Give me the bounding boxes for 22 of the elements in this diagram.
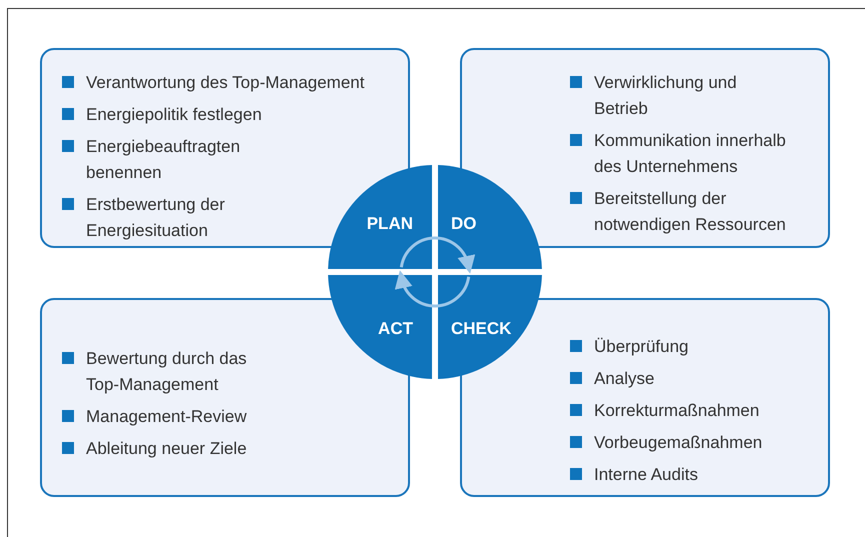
list-item: Interne Audits [594, 464, 699, 486]
list-item: Bereitstellung der notwendigen Ressourcen [594, 188, 787, 236]
list-item: Verantwortung des Top-Management [86, 72, 366, 94]
content-box [40, 48, 410, 248]
list-item: Kommunikation innerhalb des Unternehmens [594, 130, 787, 178]
list-item: Analyse [594, 368, 656, 390]
list-item: Ableitung neuer Ziele [86, 438, 248, 460]
phase-label: ACT [378, 318, 413, 340]
list-item: Verwirklichung und Betrieb [594, 72, 738, 120]
phase-label: CHECK [451, 318, 512, 340]
phase-label: PLAN [366, 213, 413, 235]
list-item: Energiebeauftragten benennen [86, 136, 242, 184]
list-item: Vorbeugemaßnahmen [594, 432, 764, 454]
list-item: Überprüfung [594, 336, 690, 358]
list-item: Erstbewertung der Energiesituation [86, 194, 226, 242]
cycle-arrow [396, 270, 470, 308]
list-item: Management-Review [86, 406, 248, 428]
cycle-arrow [400, 236, 474, 274]
list-item: Korrekturmaßnahmen [594, 400, 760, 422]
phase-label: DO [451, 213, 476, 235]
list-item: Bewertung durch das Top-Management [86, 348, 248, 396]
list-item: Energiepolitik festlegen [86, 104, 263, 126]
